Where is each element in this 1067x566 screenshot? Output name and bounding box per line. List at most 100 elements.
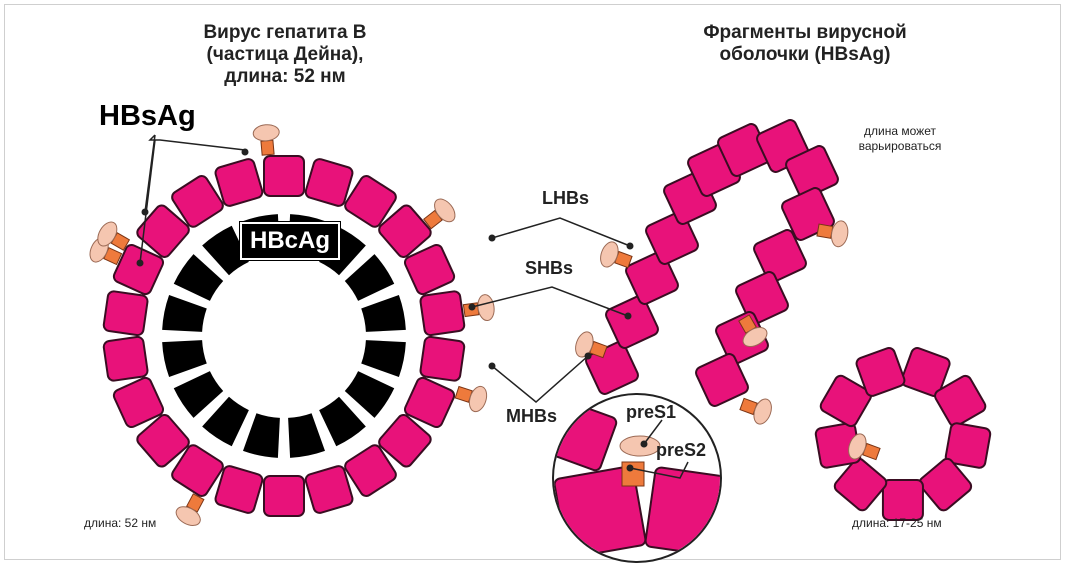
- core-protein-block: [243, 413, 280, 458]
- shbs-label: SHBs: [525, 258, 574, 278]
- pres1-head: [97, 221, 118, 247]
- envelope-protein: [605, 295, 659, 349]
- virion-envelope: [102, 155, 466, 517]
- pres2-stalk: [816, 223, 834, 239]
- pres1-head: [468, 385, 488, 413]
- mhbs-leader: [491, 355, 589, 403]
- envelope-protein: [214, 158, 264, 207]
- envelope-protein: [918, 457, 973, 512]
- pres1-head: [848, 433, 867, 460]
- shbs-leader: [471, 286, 629, 317]
- envelope-protein: [378, 414, 432, 468]
- envelope-protein: [378, 204, 432, 258]
- pres1-head: [600, 241, 619, 268]
- envelope-protein: [136, 204, 190, 258]
- virion-spike-bottom: [175, 493, 205, 526]
- envelope-protein: [419, 290, 466, 337]
- pres2-stalk: [260, 139, 275, 156]
- envelope-protein: [900, 347, 951, 397]
- lhbs-dot-left: [488, 234, 496, 242]
- filament-spike-right: [816, 220, 849, 248]
- hbsag-dot-b: [241, 148, 249, 156]
- pres2-label: preS2: [656, 440, 707, 460]
- hbsag-leader-c: [139, 139, 156, 264]
- envelope-protein: [855, 347, 906, 397]
- hbcag-label: HBcAg: [238, 221, 342, 261]
- virion-spike-right: [462, 294, 495, 322]
- pres1-head: [830, 220, 849, 248]
- envelope-protein: [833, 457, 888, 512]
- envelope-protein: [263, 475, 305, 517]
- envelope-protein: [881, 478, 924, 522]
- envelope-protein: [304, 465, 354, 514]
- mhbs-dot-right: [584, 352, 592, 360]
- envelope-protein: [753, 229, 807, 283]
- pres1-magnified: [619, 435, 661, 457]
- envelope-protein: [102, 290, 149, 337]
- pres1-head: [575, 331, 594, 358]
- envelope-protein: [934, 374, 987, 428]
- core-protein-block: [162, 340, 207, 377]
- virion-spike-lower-right: [454, 385, 488, 413]
- filament-spike-mid: [738, 314, 768, 348]
- core-protein-block: [344, 254, 395, 301]
- envelope-protein: [419, 335, 466, 382]
- core-protein-block: [344, 371, 395, 418]
- pres2-leader: [629, 461, 689, 479]
- pres1-label: preS1: [626, 402, 677, 422]
- envelope-protein: [263, 155, 305, 197]
- mhbs-label: MHBs: [506, 406, 558, 426]
- envelope-protein: [304, 158, 354, 207]
- envelope-protein: [735, 271, 789, 325]
- envelope-protein: [171, 444, 224, 497]
- pres1-head: [252, 124, 280, 142]
- pres2-magnified: [621, 461, 645, 487]
- shbs-dot-right: [624, 312, 632, 320]
- virion-title: Вирус гепатита В (частица Дейна), длина:…: [203, 22, 367, 87]
- core-protein-block: [361, 340, 406, 377]
- pres1-dot: [640, 440, 648, 448]
- lhbs-dot-right: [626, 242, 634, 250]
- pres1-head: [477, 294, 495, 322]
- envelope-protein: [944, 422, 992, 469]
- virion-spike-upper-right: [423, 198, 456, 230]
- pres1-head: [175, 506, 201, 526]
- core-protein-block: [288, 413, 325, 458]
- hbsag-dot-a: [141, 208, 149, 216]
- virion-spike-top: [252, 124, 280, 156]
- filament-spike-lower-left: [575, 331, 608, 359]
- spherical-particle: [814, 347, 992, 522]
- magnified-inset: [552, 393, 722, 563]
- filament-spike-lower: [739, 397, 772, 425]
- pres1-head: [742, 327, 768, 348]
- lhbs-leader: [491, 217, 631, 247]
- envelope-protein: [625, 251, 679, 305]
- core-protein-block: [319, 396, 366, 447]
- filament-particle: [575, 119, 849, 425]
- envelope-protein: [171, 175, 224, 228]
- shbs-dot-left: [468, 303, 476, 311]
- mhbs-dot-left: [488, 362, 496, 370]
- core-protein-block: [173, 254, 224, 301]
- core-protein-block: [202, 225, 249, 276]
- envelope-protein: [344, 175, 397, 228]
- core-protein-block: [162, 295, 207, 332]
- core-protein-block: [202, 396, 249, 447]
- envelope-protein: [102, 335, 149, 382]
- pres1-head: [753, 398, 772, 425]
- envelope-protein: [819, 374, 873, 428]
- virion-length-note: длина: 52 нм: [84, 516, 157, 530]
- variable-length-note: длина может варьироваться: [858, 124, 942, 153]
- envelope-protein: [403, 376, 456, 429]
- small-particle-length-note: длина: 17-25 нм: [852, 516, 942, 530]
- envelope-protein: [112, 376, 165, 429]
- envelope-protein: [403, 243, 456, 296]
- envelope-protein: [136, 414, 190, 468]
- envelope-protein: [695, 353, 749, 407]
- envelope-protein: [645, 211, 699, 265]
- fragments-title: Фрагменты вирусной оболочки (HBsAg): [703, 22, 907, 65]
- hbsag-label: HBsAg: [99, 100, 196, 132]
- envelope-protein: [214, 465, 264, 514]
- envelope-protein: [112, 243, 165, 296]
- hbsag-leader-b: [148, 134, 246, 151]
